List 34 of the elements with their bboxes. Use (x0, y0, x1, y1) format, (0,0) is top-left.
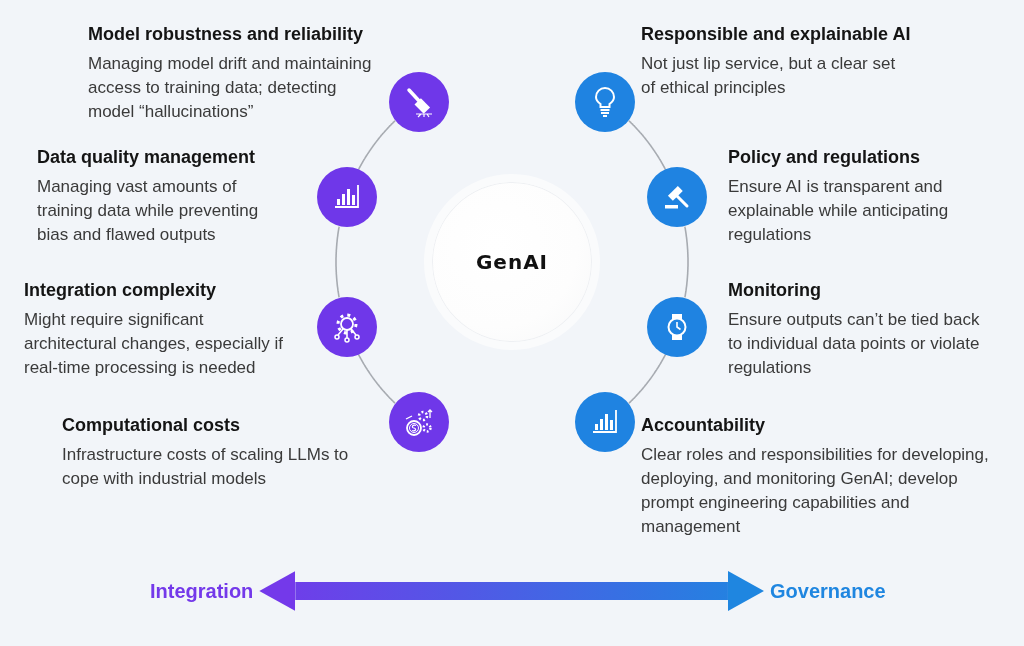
topic-heading: Responsible and explainable AI (641, 23, 911, 45)
topic-heading: Computational costs (62, 414, 240, 436)
bar-chart-icon (575, 392, 636, 453)
category-label: Governance (770, 579, 886, 603)
topic-description: Not just lip service, but a clear set of ethical principles (641, 53, 897, 99)
topic-description: Infrastructure costs of scaling LLMs to cope with industrial models (62, 444, 350, 490)
arc-line (628, 119, 667, 171)
topic-heading: Model robustness and reliability (88, 23, 364, 45)
topic-heading: Accountability (641, 414, 765, 436)
arc-line (628, 353, 667, 405)
arc-line (684, 225, 689, 299)
topic-heading: Monitoring (728, 279, 821, 301)
gear-network-icon (316, 296, 377, 357)
lightbulb-icon (575, 71, 636, 132)
topic-heading: Data quality management (37, 146, 256, 168)
arc-line (357, 353, 396, 405)
hub-circle: GenAI (424, 174, 600, 350)
arc-line (335, 225, 340, 299)
topic-heading: Policy and regulations (728, 146, 921, 168)
topic-heading: Integration complexity (24, 279, 217, 301)
bar-chart-icon (316, 167, 377, 228)
category-label: Integration (150, 579, 254, 603)
topic-description: Clear roles and responsibilities for developing, deploying, and monitoring GenAI; develop prompt engineering capabilities and management (641, 444, 990, 538)
watch-icon (647, 296, 708, 357)
coin-gears-icon (388, 392, 449, 453)
topic-description: Might require significant architectural changes, especially if real-time processing is needed (24, 309, 284, 379)
arc-line (357, 119, 396, 171)
topic-description: Managing model drift and maintaining access to training data; detecting model “hallucinations” (88, 53, 373, 123)
topic-description: Managing vast amounts of training data while preventing bias and flawed outputs (37, 176, 260, 246)
topic-description: Ensure AI is transparent and explainable while anticipating regulations (728, 176, 950, 246)
topic-description: Ensure outputs can’t be tied back to individual data points or violate regulations (728, 309, 981, 379)
double-arrow (259, 571, 764, 611)
hammer-icon (388, 71, 449, 132)
gavel-icon (647, 167, 708, 228)
